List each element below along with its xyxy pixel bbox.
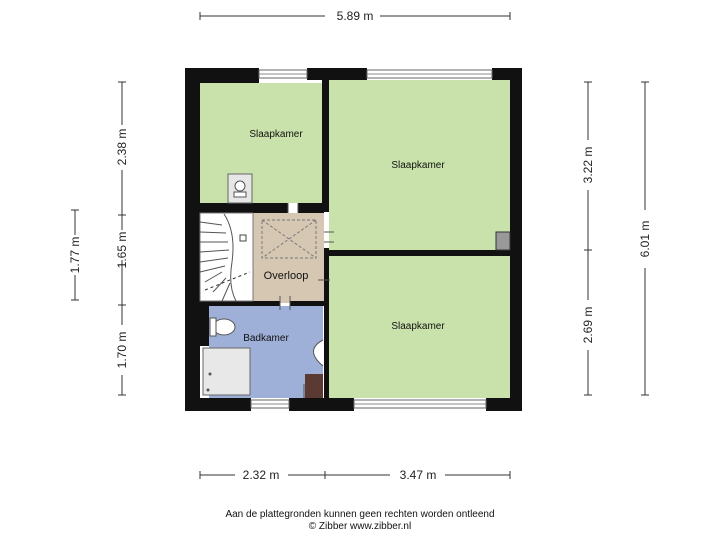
dimension-left-mid-label: 1.65 m [115,232,129,269]
shower-tray [202,347,251,396]
dimension-right-outer-label: 6.01 m [638,221,652,258]
dimension-left-top-label: 2.38 m [115,129,129,166]
room-bedroom-top-left [200,83,322,203]
dimension-right-outer: 6.01 m [638,81,652,396]
dimension-right-bottom-label: 2.69 m [581,307,595,344]
dimension-bottom: 2.32 m 3.47 m [199,468,511,482]
dimension-left-inner: 2.38 m 1.65 m 1.70 m [115,81,129,396]
door-marks [279,203,334,398]
toilet-icon [209,317,236,337]
washbasin-top-left [227,173,253,204]
dimension-top-label: 5.89 m [337,9,374,23]
dimension-right-top-label: 3.22 m [581,147,595,184]
radiator-box [495,231,511,251]
walls [185,68,522,411]
credit-text: © Zibber www.zibber.nl [308,521,412,532]
disclaimer-text: Aan de plattegronden kunnen geen rechten… [225,509,495,520]
room-label-bathroom: Badkamer [243,333,289,344]
room-bedroom-top-right [329,80,510,250]
dimension-top: 5.89 m [199,9,511,23]
dimension-left-outer: 1.77 m [68,209,82,301]
dimension-right-inner: 3.22 m 2.69 m [581,81,595,396]
room-landing [253,213,324,303]
dimension-left-bottom-label: 1.70 m [115,332,129,369]
dimension-left-outer-label: 1.77 m [68,237,82,274]
room-label-bedroom-top-right: Slaapkamer [391,160,445,171]
attic-hatch [261,219,317,259]
room-label-landing: Overloop [264,270,309,282]
bathroom-shaft [305,374,323,398]
room-label-bedroom-bottom-right: Slaapkamer [391,321,445,332]
dimension-bottom-right-label: 3.47 m [400,468,437,482]
staircase [199,212,254,302]
room-bedroom-bottom-right [329,256,510,398]
sink-icon [313,339,324,367]
dimension-bottom-left-label: 2.32 m [243,468,280,482]
room-label-bedroom-top-left: Slaapkamer [249,129,303,140]
